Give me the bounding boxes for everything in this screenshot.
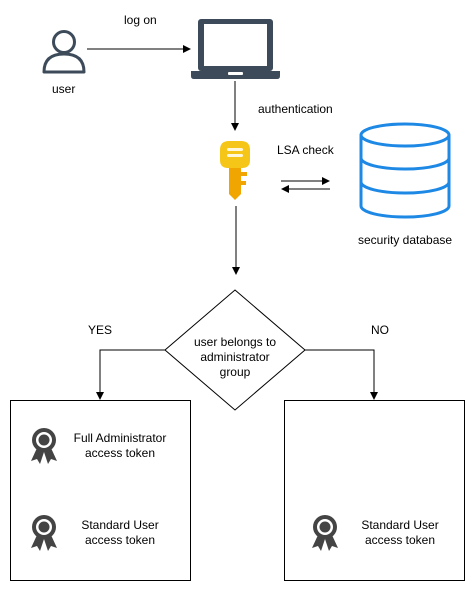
standard-token-label-right: Standard User access token	[344, 518, 456, 548]
standard-token-left-line-1: Standard User	[81, 518, 159, 532]
decision-diamond	[164, 289, 306, 411]
yes-label: YES	[88, 323, 113, 337]
standard-token-box	[284, 400, 465, 581]
lsa-check-label: LSA check	[277, 143, 334, 157]
standard-token-left-line-2: access token	[84, 533, 156, 547]
standard-token-right-line-1: Standard User	[361, 518, 439, 532]
key-icon	[220, 141, 250, 200]
standard-token-right-line-2: access token	[364, 533, 436, 547]
decision-line-3: group	[219, 365, 251, 379]
badge-icon	[312, 515, 338, 551]
badge-icon	[31, 428, 57, 464]
yes-branch-arrow	[96, 349, 165, 400]
decision-text: user belongs to administrator group	[165, 335, 305, 380]
security-database-label: security database	[358, 233, 453, 247]
logon-label: log on	[124, 13, 157, 27]
database-icon	[359, 122, 451, 219]
admin-token-box	[10, 400, 191, 581]
user-label: user	[52, 82, 76, 96]
no-label: NO	[371, 323, 389, 337]
no-branch-arrow	[305, 349, 378, 400]
standard-token-label-left: Standard User access token	[64, 518, 176, 548]
full-admin-token-label: Full Administrator access token	[64, 431, 176, 461]
decision-line-2: administrator	[200, 350, 270, 364]
decision-line-1: user belongs to	[193, 335, 277, 349]
laptop-icon	[191, 19, 280, 79]
user-icon	[42, 30, 86, 74]
badge-icon	[31, 515, 57, 551]
full-admin-token-line-2: access token	[84, 446, 156, 460]
full-admin-token-line-1: Full Administrator	[73, 431, 167, 445]
authentication-label: authentication	[258, 102, 333, 116]
